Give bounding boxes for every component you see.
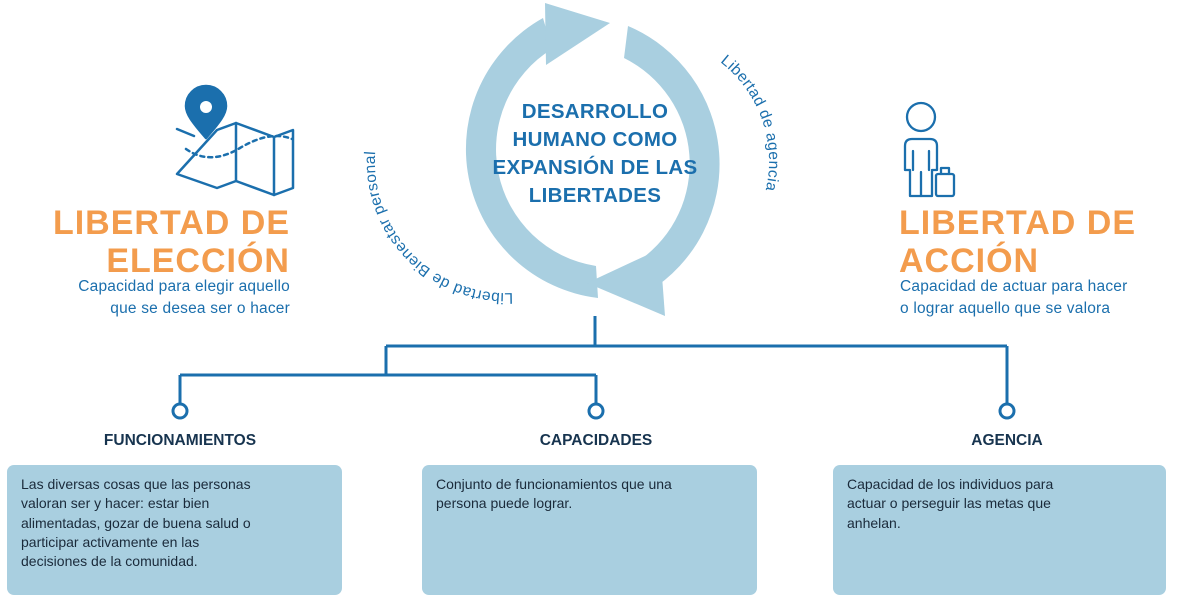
desc-line: Capacidad de actuar para hacer — [900, 278, 1128, 295]
diagram-canvas: Libertad de Bienestar personal Libertad … — [171, 3, 1016, 420]
title-line: ACCIÓN — [899, 242, 1040, 280]
box-line: participar activamente en las — [21, 533, 200, 550]
node-capacidades — [587, 402, 605, 420]
connector-lines — [178, 316, 1009, 404]
branch-box-capacidades: Conjunto de funcionamientos que una pers… — [422, 465, 757, 595]
libertad-accion-title: LIBERTAD DE ACCIÓN — [899, 204, 1136, 280]
center-title-line: DESARROLLO — [521, 100, 669, 123]
box-line: persona puede lograr. — [436, 495, 573, 512]
libertad-accion-description: Capacidad de actuar para hacer o lograr … — [900, 276, 1127, 320]
box-line: decisiones de la comunidad. — [21, 553, 198, 570]
box-line: actuar o perseguir las metas que — [847, 495, 1051, 512]
libertad-eleccion-description: Capacidad para elegir aquello que se des… — [78, 276, 290, 320]
branch-heading-funcionamientos: FUNCIONAMIENTOS — [103, 432, 257, 449]
map-pin-icon — [175, 84, 295, 197]
center-title: DESARROLLO HUMANO COMO EXPANSIÓN DE LAS … — [455, 98, 735, 210]
box-line: anhelan. — [847, 514, 901, 531]
box-line: Las diversas cosas que las personas — [21, 476, 251, 492]
desc-line: Capacidad para elegir aquello — [78, 278, 290, 295]
title-line: LIBERTAD DE — [52, 204, 290, 242]
branch-heading-agencia: AGENCIA — [971, 432, 1043, 449]
center-title-line: EXPANSIÓN DE LAS — [492, 156, 698, 179]
center-title-line: LIBERTADES — [528, 184, 662, 207]
traveler-luggage-icon — [903, 101, 956, 198]
branch-heading-capacidades: CAPACIDADES — [539, 432, 653, 449]
libertad-eleccion-title: LIBERTAD DE ELECCIÓN — [53, 204, 290, 280]
arrowhead-left — [545, 3, 610, 65]
branch-box-funcionamientos: Las diversas cosas que las personas valo… — [7, 465, 342, 595]
box-line: valoran ser y hacer: estar bien — [21, 495, 210, 512]
circular-arrow-right — [624, 26, 720, 292]
title-line: LIBERTAD DE — [899, 204, 1137, 242]
box-line: Capacidad de los individuos para — [847, 476, 1054, 492]
branch-box-agencia: Capacidad de los individuos para actuar … — [833, 465, 1166, 595]
desc-line: o lograr aquello que se valora — [900, 300, 1111, 317]
box-line: alimentadas, gozar de buena salud o — [21, 514, 251, 531]
desc-line: que se desea ser o hacer — [110, 300, 290, 317]
circular-arrow-left — [465, 18, 598, 298]
node-agencia — [998, 402, 1016, 420]
title-line: ELECCIÓN — [106, 242, 290, 280]
box-line: Conjunto de funcionamientos que una — [436, 476, 672, 492]
node-funcionamientos — [171, 402, 189, 420]
center-title-line: HUMANO COMO — [512, 128, 678, 151]
arrowhead-right — [587, 249, 665, 316]
